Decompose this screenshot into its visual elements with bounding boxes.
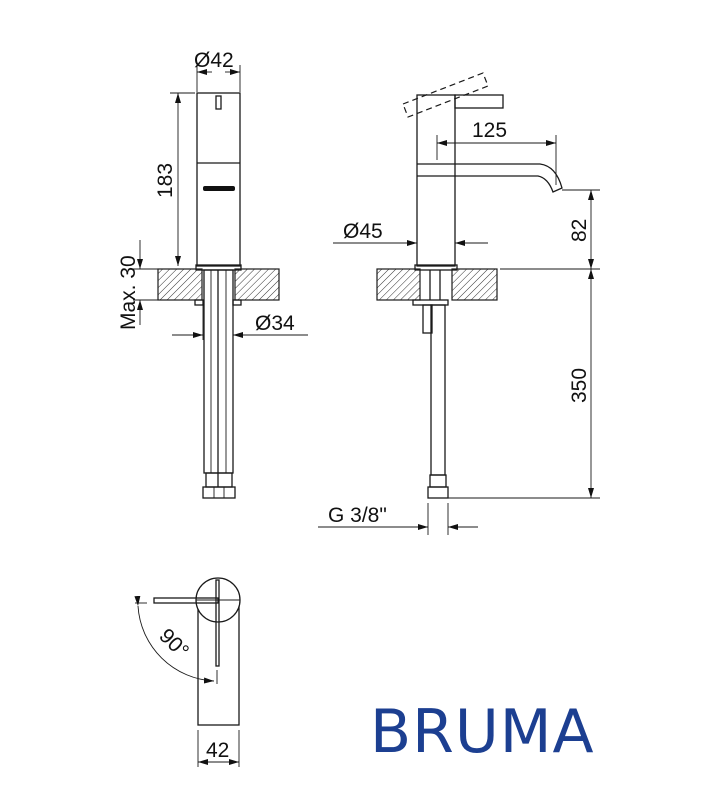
hose-fitting: [205, 472, 233, 488]
dim-thread: G 3/8": [328, 504, 387, 527]
fixing-flange: [412, 299, 449, 306]
fixing-nut: [194, 299, 204, 306]
spout: [417, 163, 563, 193]
side-view: 125 Ø45 82 350 G 3/8": [318, 72, 600, 535]
dim-spout-height: 82: [568, 219, 591, 242]
dim-spout-reach: 125: [472, 119, 507, 142]
dim-top-diameter: Ø42: [194, 49, 234, 72]
front-view: Ø42 183 Max. 30 Ø34: [117, 49, 308, 499]
counter-slab-right: [234, 268, 280, 301]
brand-logo: BRUMA: [370, 697, 595, 767]
dim-max-counter: Max. 30: [117, 255, 140, 330]
hex-nut: [427, 486, 449, 499]
dim-body-height: 183: [154, 163, 177, 198]
lever-raised-position: [402, 72, 489, 118]
plan-view: 90° 42: [134, 577, 241, 767]
angle-arc: [134, 595, 215, 684]
fixing-nut: [232, 299, 242, 306]
lever-open: [215, 579, 220, 667]
hex-nut: [202, 486, 236, 499]
dim-hose-length: 350: [568, 368, 591, 403]
lever: [454, 94, 504, 109]
supply-hose: [430, 304, 446, 476]
dim-plan-width: 42: [206, 739, 229, 762]
dim-body-diameter: Ø45: [343, 220, 383, 243]
aerator-slot: [203, 186, 235, 191]
counter-slab-right: [451, 268, 498, 301]
counter-slab-left: [157, 268, 203, 301]
lever-notch: [215, 95, 222, 110]
faucet-body: [196, 92, 241, 267]
check-valve: [422, 304, 433, 334]
faucet-body: [416, 94, 456, 267]
counter-slab-left: [376, 268, 421, 301]
dim-pipe-diameter: Ø34: [255, 312, 295, 335]
